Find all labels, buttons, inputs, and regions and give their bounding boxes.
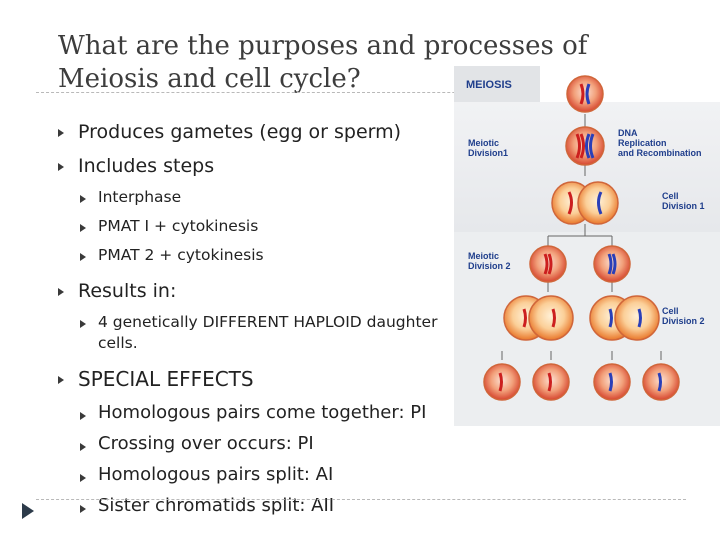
bullet-arrow-icon	[58, 376, 64, 384]
sub-bullet-arrow-icon	[80, 412, 86, 420]
cell-parent	[566, 75, 604, 113]
cell-division-1-line2: Division 1	[662, 201, 705, 211]
cell-replicated	[565, 126, 605, 166]
dna-label-line3: and Recombination	[618, 148, 702, 158]
gamete-1	[483, 363, 521, 401]
cell-division-1-line1: Cell	[662, 191, 679, 201]
bullet-arrow-icon	[58, 288, 64, 296]
header-box	[454, 66, 540, 102]
bullet-interphase: Interphase	[98, 188, 182, 206]
cell-daughter-1b	[593, 245, 631, 283]
sub-bullet-arrow-icon	[80, 253, 86, 261]
sub-bullet-arrow-icon	[80, 505, 86, 513]
gamete-4	[642, 363, 680, 401]
title-line-1: What are the purposes and processes of	[58, 31, 588, 61]
meiotic-division-2-line2: Division 2	[468, 261, 511, 271]
lineage-lines	[501, 114, 662, 360]
cell-division-2-line1: Cell	[662, 306, 679, 316]
bullet-homologous-split: Homologous pairs split: AI	[98, 464, 334, 485]
bullet-crossing: Crossing over occurs: PI	[98, 433, 314, 454]
bullet-includes: Includes steps	[78, 155, 215, 177]
cell-daughter-1a	[529, 245, 567, 283]
cell-dividing-2a	[503, 295, 574, 341]
bullet-pmat2: PMAT 2 + cytokinesis	[98, 246, 264, 264]
meiotic-division-1-line1: Meiotic	[468, 138, 499, 148]
cell-dividing-1	[551, 181, 619, 225]
bullet-special: SPECIAL EFFECTS	[78, 367, 254, 391]
sub-bullet-arrow-icon	[80, 474, 86, 482]
bullet-sister: Sister chromatids split: AII	[98, 495, 335, 516]
title-line-2: Meiosis and cell cycle?	[58, 64, 361, 94]
cell-division-2-line2: Division 2	[662, 316, 705, 326]
gamete-3	[593, 363, 631, 401]
meiotic-division-2-line1: Meiotic	[468, 251, 499, 261]
bullet-result-line2: cells.	[98, 334, 138, 352]
meiosis-diagram-svg: MEIOSIS Meiotic Division1 DNA Replicatio…	[454, 66, 720, 426]
diagram-header: MEIOSIS	[466, 79, 512, 91]
dna-label-line1: DNA	[618, 128, 638, 138]
dna-label-line2: Replication	[618, 138, 667, 148]
bullet-produces: Produces gametes (egg or sperm)	[78, 121, 402, 143]
gamete-2	[532, 363, 570, 401]
meiosis-diagram: MEIOSIS Meiotic Division1 DNA Replicatio…	[454, 66, 720, 426]
bullet-result-line1: 4 genetically DIFFERENT HAPLOID daughter	[98, 313, 438, 331]
cell-dividing-2b	[589, 295, 660, 341]
corner-arrow-icon	[22, 503, 34, 519]
title-divider	[36, 92, 686, 93]
sub-bullet-arrow-icon	[80, 195, 86, 203]
sub-bullet-arrow-icon	[80, 443, 86, 451]
sub-bullet-arrow-icon	[80, 320, 86, 328]
footer-divider	[36, 499, 686, 500]
bullet-homologous-together: Homologous pairs come together: PI	[98, 402, 427, 423]
sub-bullet-arrow-icon	[80, 224, 86, 232]
bullet-results: Results in:	[78, 280, 177, 302]
slide-title: What are the purposes and processes of M…	[58, 30, 658, 96]
bullet-pmat1: PMAT I + cytokinesis	[98, 217, 259, 235]
bullet-arrow-icon	[58, 163, 64, 171]
meiotic-division-1-line2: Division1	[468, 148, 508, 158]
bullet-arrow-icon	[58, 129, 64, 137]
